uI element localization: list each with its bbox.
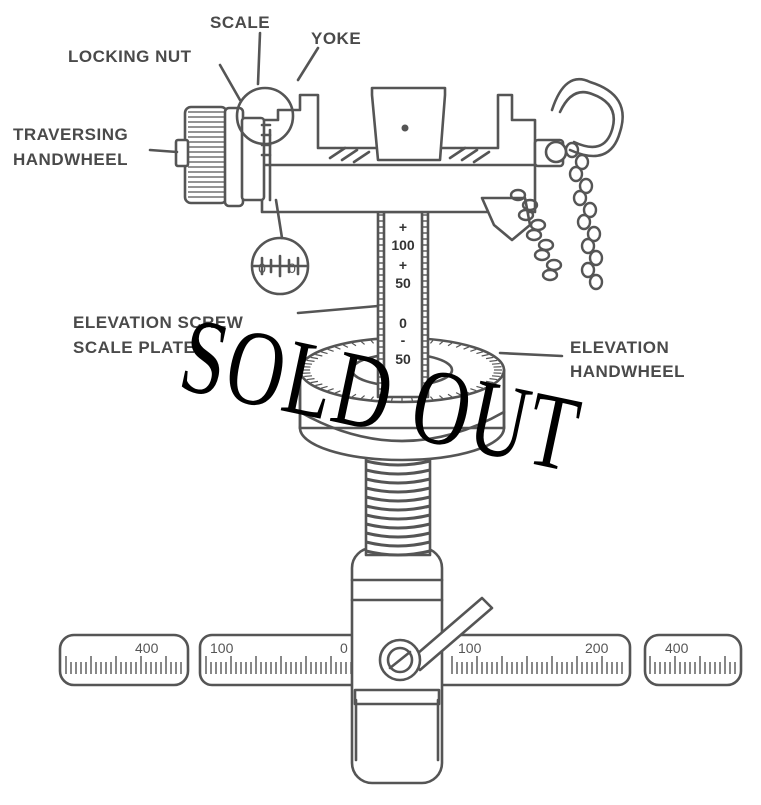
yoke-assembly — [262, 79, 623, 240]
mini-scale-left: 0 — [258, 260, 266, 276]
chain-link — [574, 191, 586, 205]
chain-link — [590, 251, 602, 265]
bar-label-left-far: 400 — [135, 640, 159, 656]
chain-link — [535, 250, 549, 260]
sleeve-collar — [355, 690, 439, 704]
chain-link — [543, 270, 557, 280]
chain-link — [582, 239, 594, 253]
chain-link — [539, 240, 553, 250]
label-yoke: YOKE — [311, 29, 361, 48]
bar-label-center-0: 0 — [340, 640, 348, 656]
column-sign-plus-2: + — [399, 257, 407, 273]
bar-label-right-far: 400 — [665, 640, 689, 656]
chain-link — [531, 220, 545, 230]
column-label-100: 100 — [391, 237, 415, 253]
bar-label-left-100: 100 — [210, 640, 234, 656]
label-elev-screw-line2: SCALE PLATE — [73, 338, 195, 357]
label-scale: SCALE — [210, 13, 270, 32]
column-label-50: 50 — [395, 275, 411, 291]
chain-link — [547, 260, 561, 270]
column-sign-plus-1: + — [399, 219, 407, 235]
chain-link — [527, 230, 541, 240]
bar-segment-right-far — [645, 635, 741, 685]
chain-link — [590, 275, 602, 289]
label-locking-nut: LOCKING NUT — [68, 47, 192, 66]
label-traversing-line1: TRAVERSING — [13, 125, 128, 144]
label-elev-handwheel-line1: ELEVATION — [570, 338, 669, 357]
mini-scale-right: 0 — [288, 260, 296, 276]
chain-link — [570, 167, 582, 181]
locking-nut — [225, 108, 243, 206]
chain-link — [582, 263, 594, 277]
yoke-top-block — [372, 88, 445, 160]
bar-segment-left-far — [60, 635, 188, 685]
column-label-0: 0 — [399, 315, 407, 331]
bar-label-right-200: 200 — [585, 640, 609, 656]
chain-link — [578, 215, 590, 229]
traversing-handwheel — [176, 107, 264, 206]
label-traversing-line2: HANDWHEEL — [13, 150, 128, 169]
bar-label-right-100: 100 — [458, 640, 482, 656]
